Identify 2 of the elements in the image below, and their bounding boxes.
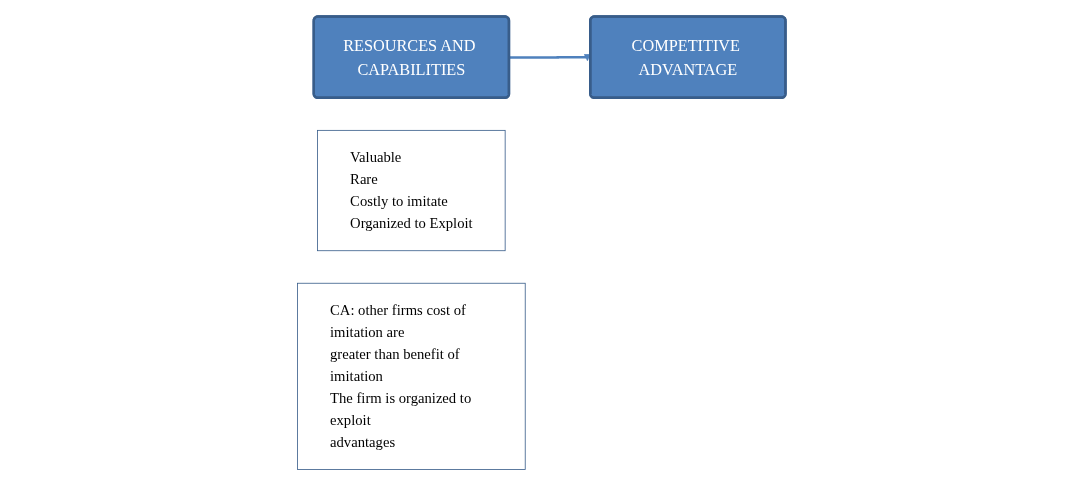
node-box: Valuable Rare Costly to imitate Organized to Exploit (317, 129, 506, 252)
node-box: CA: other firms cost of imitation are greater than benefit of imitation The firm is organized to exploit advantages (297, 282, 526, 470)
